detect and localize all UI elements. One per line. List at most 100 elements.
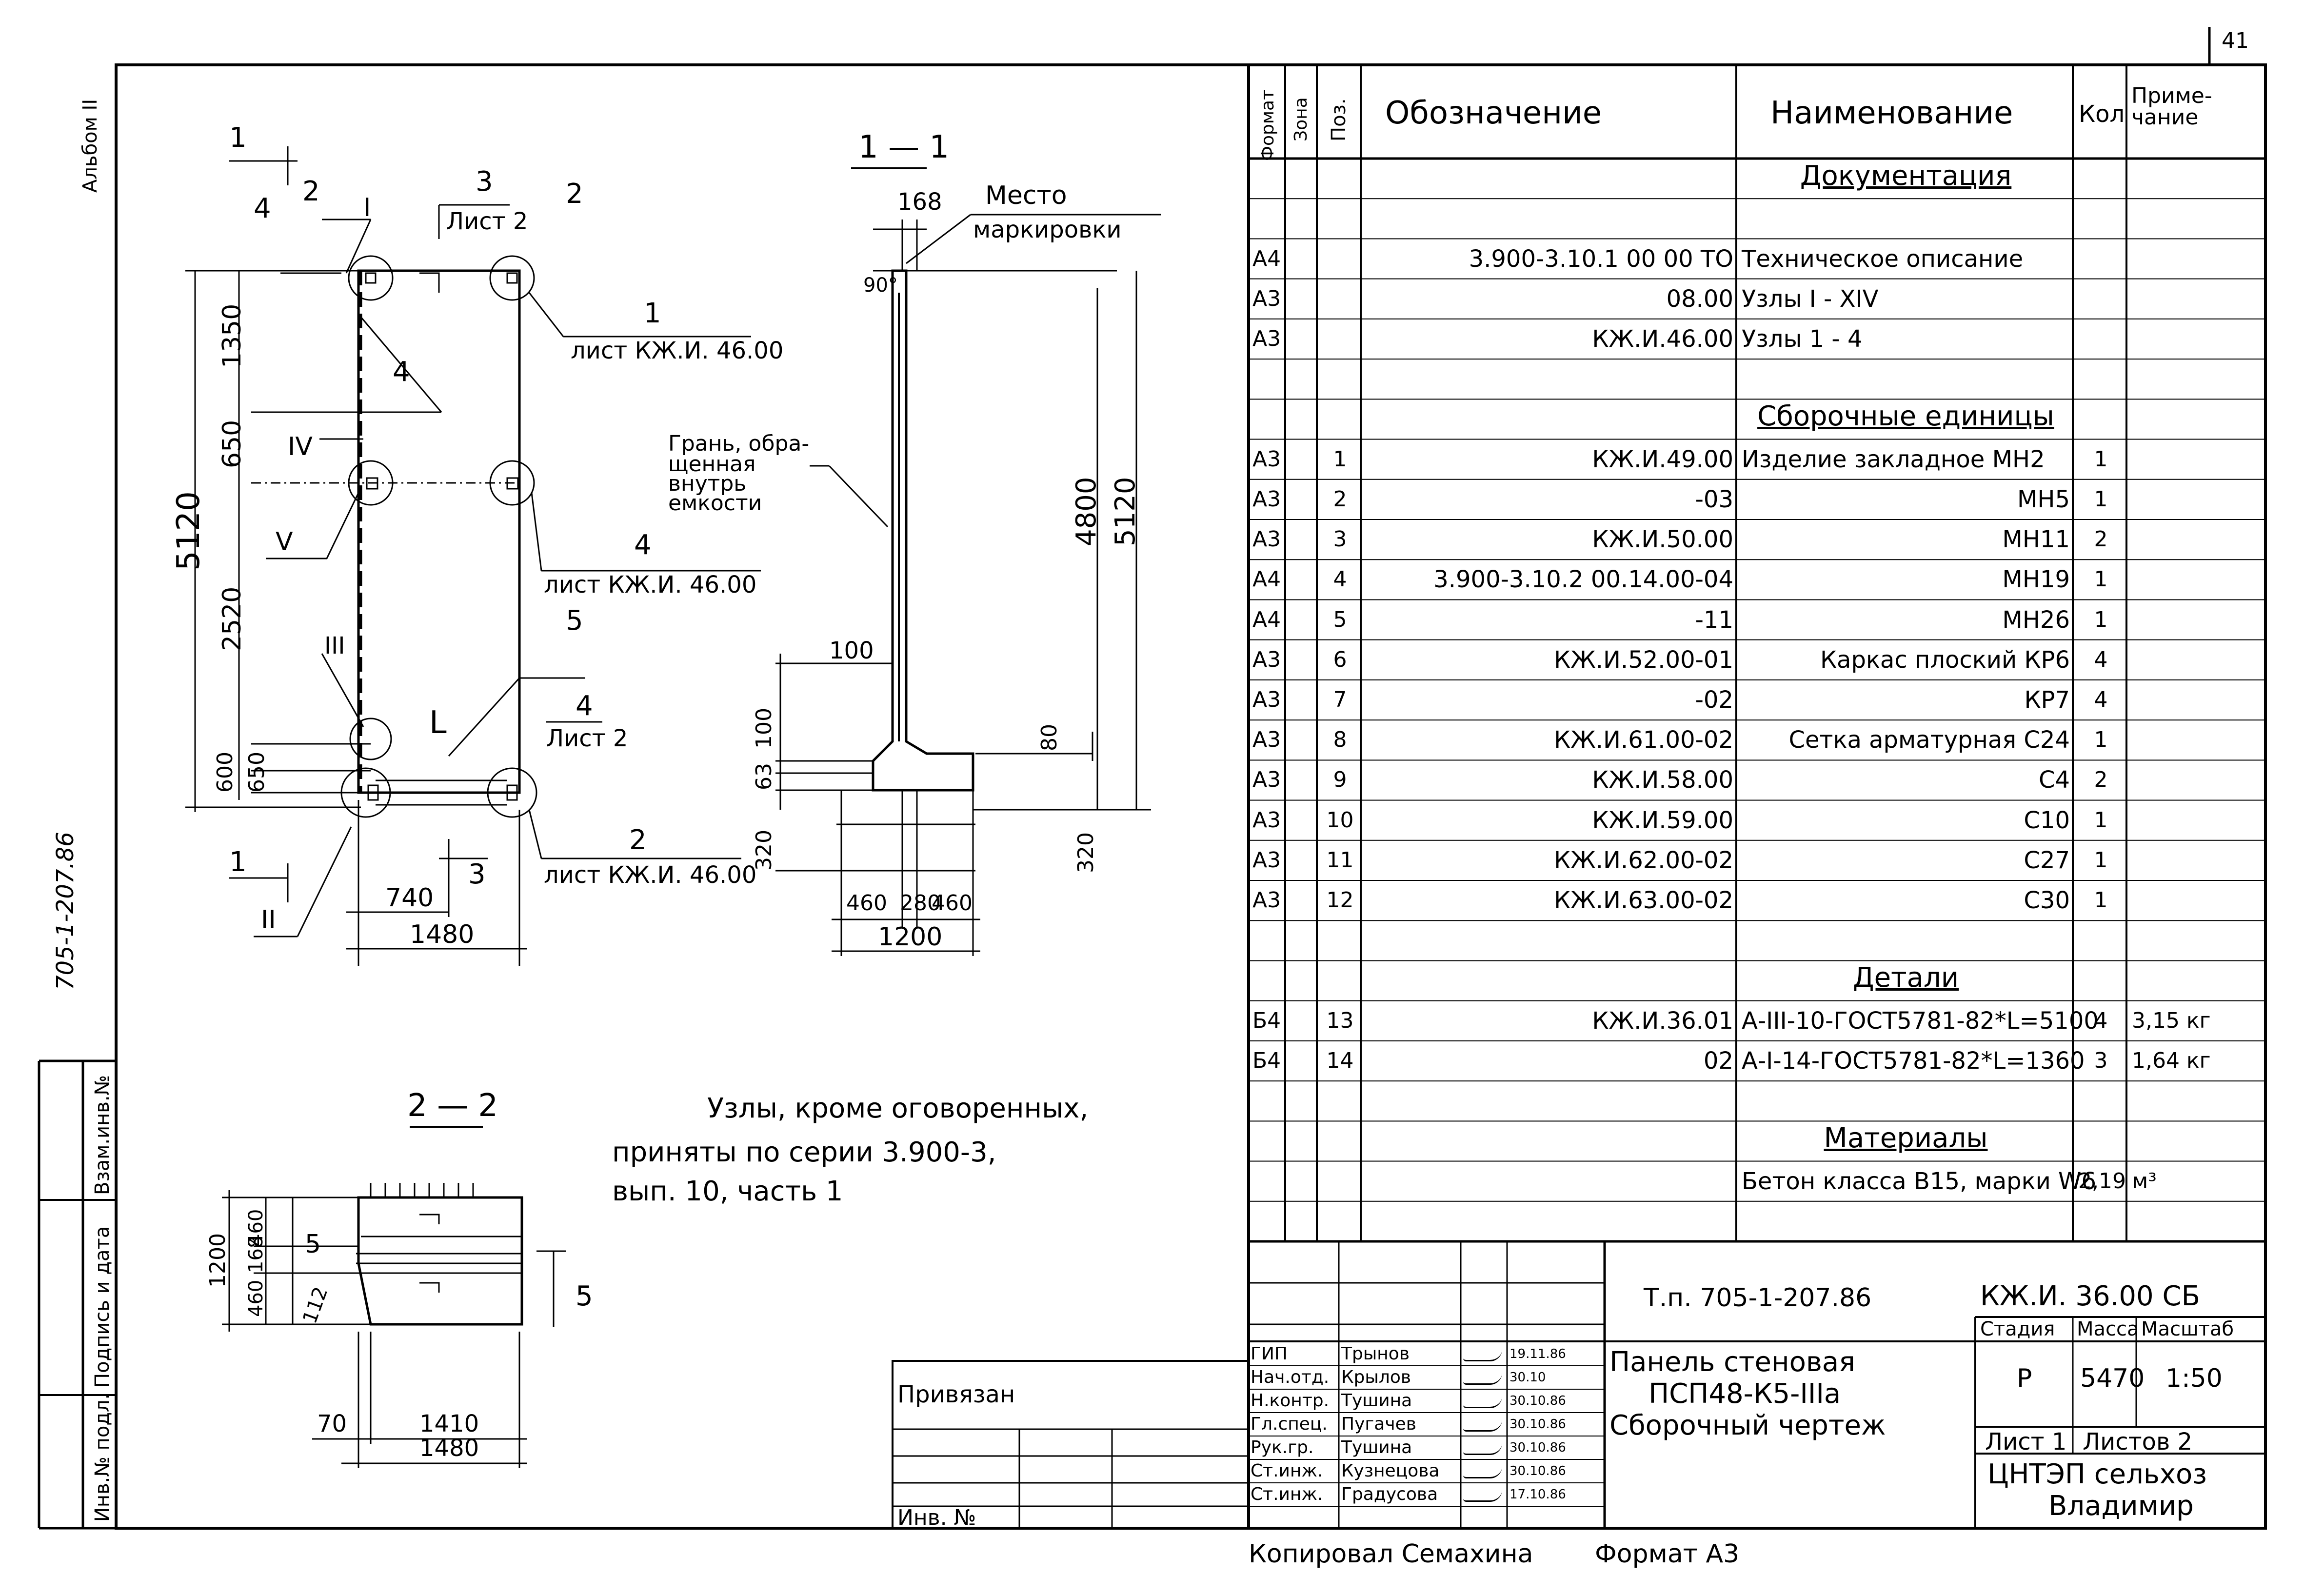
spec-section-title: Сборочные единицы: [1757, 400, 2054, 433]
staff-date: 30.10: [1510, 1370, 1546, 1385]
spec-cell-note: 3,15 кг: [2132, 1008, 2211, 1033]
album-label: Альбом II: [79, 99, 101, 193]
signature: [1463, 1373, 1502, 1385]
spec-cell-designation: 3.900-3.10.1 00 00 ТО: [1469, 245, 1733, 273]
note-line-2: приняты по серии 3.900-3,: [612, 1137, 996, 1168]
staff-role: ГИП: [1251, 1344, 1288, 1364]
spec-cell-pos: 12: [1326, 888, 1354, 913]
s22-dim-70: 70: [317, 1410, 347, 1437]
note-line-1: Узлы, кроме оговоренных,: [707, 1093, 1089, 1124]
s22-dim-460b: 460: [245, 1279, 267, 1317]
spec-header-zone: Зона: [1291, 97, 1311, 141]
spec-section-title: Материалы: [1824, 1122, 1988, 1155]
pos-label-4: 4: [393, 356, 410, 388]
s11-dim-168: 168: [897, 188, 942, 216]
signature: [1463, 1466, 1502, 1478]
spec-header-designation: Обозначение: [1385, 95, 1602, 131]
node-ref-sheet-2: лист КЖ.И. 46.00: [544, 861, 757, 889]
stamp-sign-label: Подпись и дата: [91, 1226, 114, 1388]
spec-cell-name: Бетон класса В15, марки W6: [1742, 1167, 2097, 1195]
section-1-1-title: 1 — 1: [858, 129, 950, 165]
spec-cell-format: Б4: [1252, 1048, 1281, 1073]
staff-date: 30.10.86: [1510, 1417, 1566, 1432]
s11-angle-90: 90°: [863, 274, 898, 297]
section-mark-1-top: 1: [229, 122, 247, 154]
spec-cell-name: Техническое описание: [1742, 245, 2024, 273]
s11-dim-5120: 5120: [1110, 477, 1141, 546]
spec-cell-pos: 3: [1333, 527, 1347, 552]
spec-section-heading: Материалы: [1249, 1121, 2265, 1161]
spec-cell-format: А3: [1252, 527, 1281, 552]
spec-cell-name: Сетка арматурная С24: [1788, 726, 2070, 754]
spec-cell-pos: 7: [1333, 687, 1347, 712]
signature: [1463, 1490, 1502, 1502]
node-ref-sheet-4: лист КЖ.И. 46.00: [544, 571, 757, 598]
spec-cell-name: А-III-10-ГОСТ5781-82*L=5100: [1742, 1007, 2099, 1035]
pos-label-L: L: [429, 705, 447, 741]
scale-value: 1:50: [2165, 1364, 2223, 1393]
spec-cell-note: 1,64 кг: [2132, 1048, 2211, 1073]
page-number: 41: [2222, 28, 2249, 53]
spec-cell-format: А3: [1252, 807, 1281, 833]
s11-dim-4800: 4800: [1071, 477, 1102, 546]
sheet-ref-2-right: Лист 2: [546, 725, 628, 752]
plan-dim-2520: 2520: [218, 586, 247, 651]
spec-cell-qty: 4: [2094, 687, 2108, 712]
spec-cell-qty: 4: [2094, 1008, 2108, 1033]
plan-dim-650b: 650: [244, 752, 269, 793]
section-mark-3-top: 3: [476, 166, 493, 198]
spec-row: [1249, 199, 2265, 239]
spec-section-heading: Сборочные единицы: [1249, 399, 2265, 439]
side-code: 705-1-207.86: [52, 832, 79, 990]
spec-cell-designation: КЖ.И.52.00-01: [1553, 646, 1733, 674]
s11-dim-1200: 1200: [878, 922, 943, 952]
spec-header-qty: Кол: [2079, 100, 2125, 128]
face-label-3: внутрь: [668, 471, 747, 496]
s11-dim-460a: 460: [846, 891, 887, 916]
spec-cell-note: м³: [2132, 1168, 2157, 1194]
plan-dim-1480: 1480: [410, 920, 475, 949]
spec-cell-format: А4: [1252, 246, 1281, 271]
staff-role: Гл.спец.: [1251, 1414, 1328, 1434]
stamp-inv-label: Инв.№ подл.: [91, 1393, 114, 1522]
s22-dim-1480: 1480: [419, 1435, 479, 1462]
signature: [1463, 1349, 1502, 1361]
spec-cell-designation: КЖ.И.50.00: [1592, 526, 1733, 554]
spec-cell-qty: 1: [2094, 567, 2108, 592]
s11-dim-80: 80: [1037, 724, 1062, 751]
mass-value: 5470: [2080, 1364, 2145, 1393]
spec-cell-qty: 1: [2094, 888, 2108, 913]
section-mark-4-right: 4: [576, 690, 593, 722]
spec-cell-pos: 6: [1333, 647, 1347, 672]
spec-cell-name: МН11: [2002, 526, 2070, 554]
spec-cell-name: С27: [2024, 846, 2070, 874]
spec-header-format: Формат: [1258, 89, 1278, 161]
pos-label-5: 5: [566, 605, 583, 637]
s11-dim-63: 63: [752, 763, 776, 790]
plan-dim-740: 740: [385, 883, 434, 913]
spec-section-heading: Детали: [1249, 960, 2265, 1000]
spec-cell-qty: 3: [2094, 1048, 2108, 1073]
spec-cell-pos: 5: [1333, 607, 1347, 632]
spec-cell-designation: КЖ.И.49.00: [1592, 445, 1733, 473]
spec-cell-name: С30: [2024, 887, 2070, 915]
node-ref-num-1: 1: [644, 298, 661, 329]
stage-label: Стадия: [1980, 1318, 2055, 1340]
stamp-replace-label: Взам.инв.№: [91, 1075, 114, 1195]
staff-role: Н.контр.: [1251, 1391, 1330, 1411]
spec-section-heading: Документация: [1249, 159, 2265, 199]
spec-cell-format: А3: [1252, 847, 1281, 873]
